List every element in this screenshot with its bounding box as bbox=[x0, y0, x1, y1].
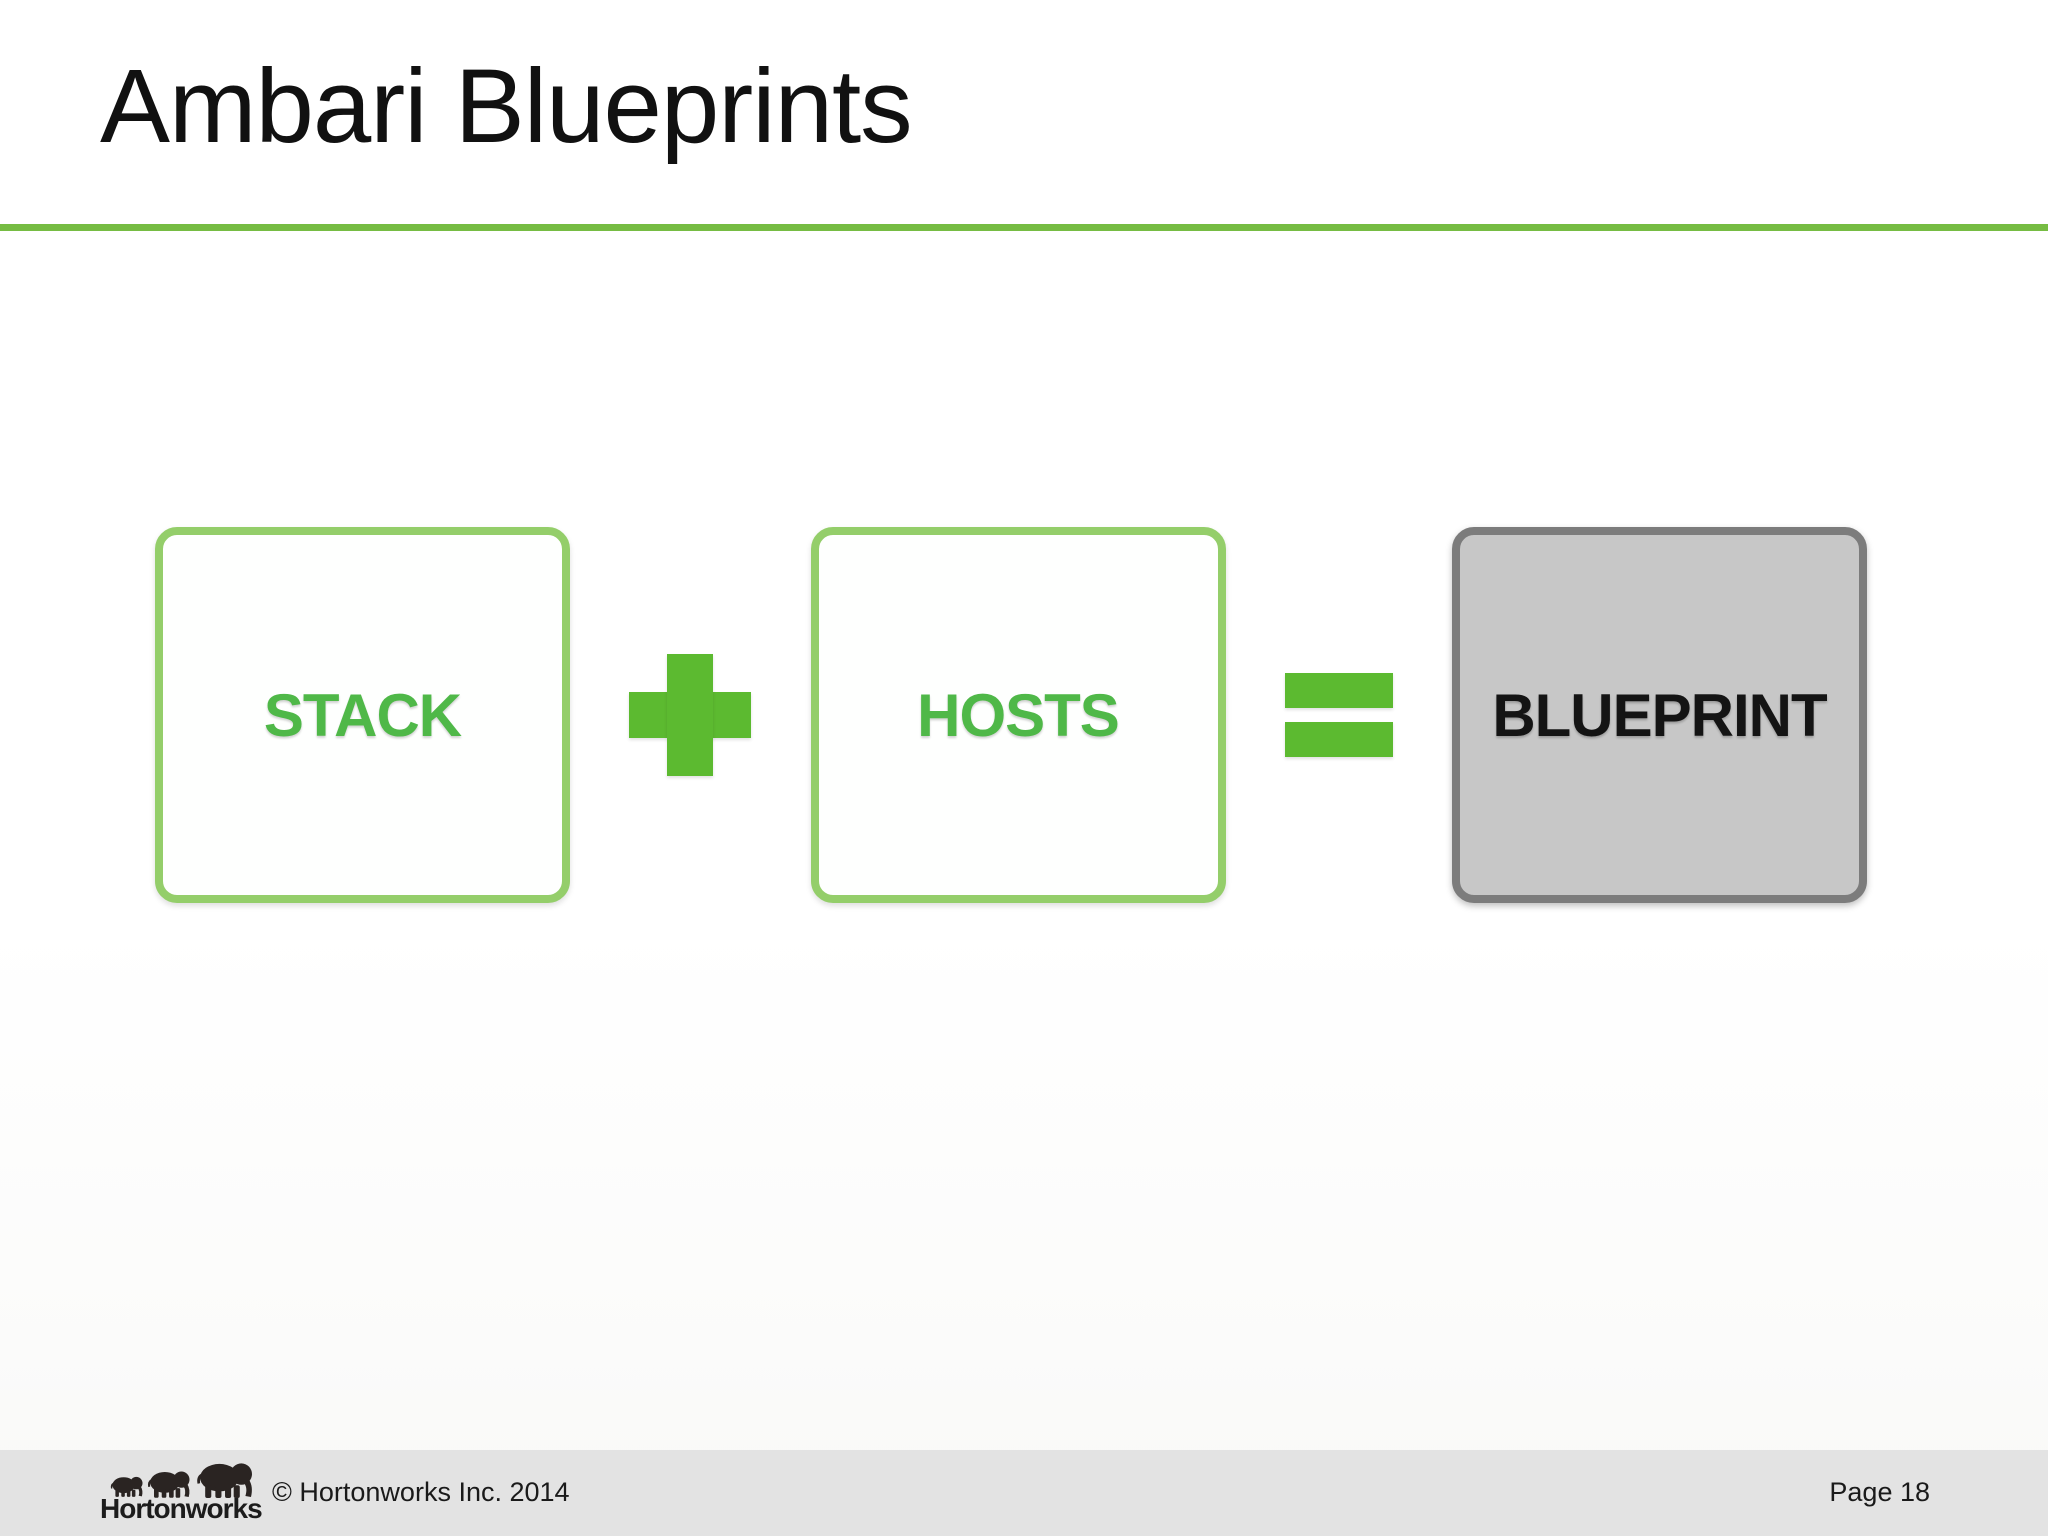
operator-gap-1 bbox=[570, 527, 811, 903]
blueprint-box: BLUEPRINT bbox=[1452, 527, 1867, 903]
page-number: Page 18 bbox=[1829, 1477, 1930, 1507]
equals-icon bbox=[1284, 673, 1393, 757]
hosts-box-label: HOSTS bbox=[917, 681, 1120, 749]
stack-box-label: STACK bbox=[263, 681, 462, 749]
elephants-icon bbox=[110, 1463, 252, 1498]
slide-title: Ambari Blueprints bbox=[100, 48, 913, 165]
plus-icon bbox=[629, 654, 752, 776]
copyright-text: © Hortonworks Inc. 2014 bbox=[272, 1477, 570, 1507]
blueprint-equation-diagram: STACK HOSTS BLUEPRINT bbox=[155, 527, 1867, 903]
blueprint-box-label: BLUEPRINT bbox=[1492, 681, 1827, 749]
hortonworks-logo: Hortonworks bbox=[100, 1453, 272, 1523]
title-divider-line bbox=[0, 224, 2048, 231]
operator-gap-2 bbox=[1226, 527, 1453, 903]
slide-footer: Hortonworks © Hortonworks Inc. 2014 Page… bbox=[0, 1450, 2048, 1536]
stack-box: STACK bbox=[155, 527, 570, 903]
hortonworks-logo-text: Hortonworks bbox=[100, 1493, 263, 1524]
equals-top-bar bbox=[1284, 673, 1393, 708]
hosts-box: HOSTS bbox=[810, 527, 1226, 903]
equals-bottom-bar bbox=[1284, 722, 1393, 757]
